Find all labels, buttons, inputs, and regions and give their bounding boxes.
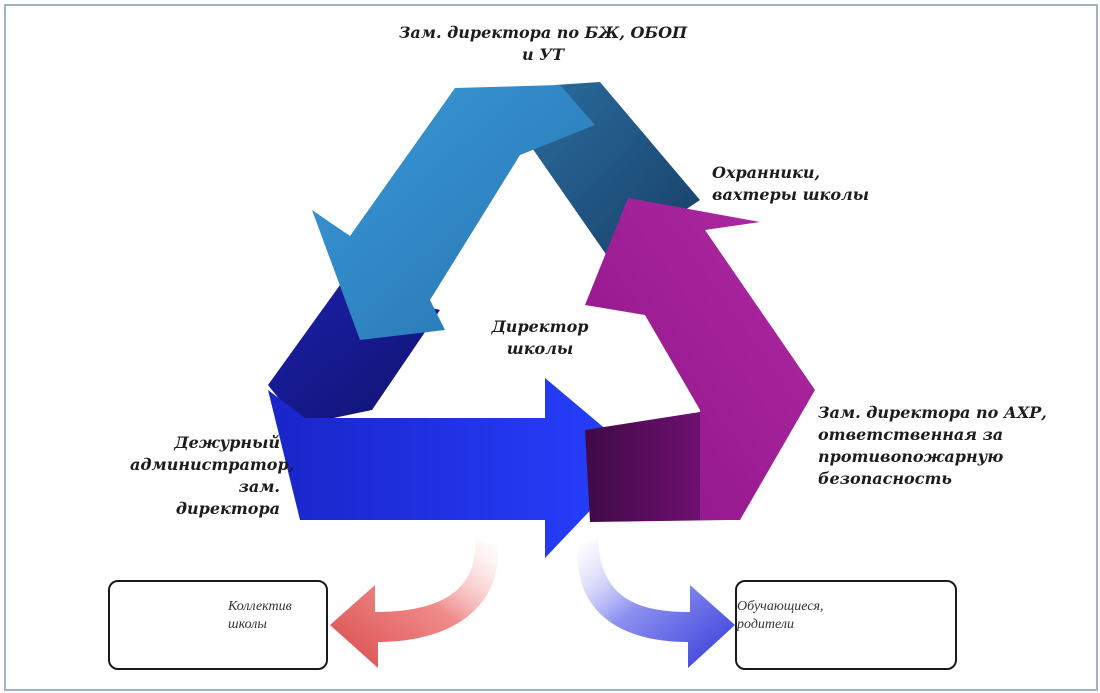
red-curved-arrow xyxy=(330,540,499,668)
box-students-parents: Обучающиеся, родители xyxy=(735,580,957,670)
label-deputy-safety: Зам. директора по БЖ, ОБОП и УТ xyxy=(398,23,688,64)
box-school-staff-text: Коллектив школы xyxy=(228,599,292,632)
periwinkle-curved-arrow xyxy=(577,538,735,668)
label-deputy-ahr: Зам. директора по АХР, ответственная за … xyxy=(818,403,1047,488)
label-duty-administrator: Дежурный администратор, зам. директора xyxy=(130,433,295,518)
magenta-arrow-fold xyxy=(585,412,728,522)
box-school-staff: Коллектив школы xyxy=(108,580,328,670)
label-security-guards: Охранники, вахтеры школы xyxy=(712,163,869,204)
light-blue-arrow xyxy=(312,85,595,340)
royal-blue-arrow xyxy=(268,378,640,558)
box-students-parents-text: Обучающиеся, родители xyxy=(737,599,824,632)
magenta-arrow xyxy=(585,198,815,520)
label-school-director: Директор школы xyxy=(491,317,589,358)
